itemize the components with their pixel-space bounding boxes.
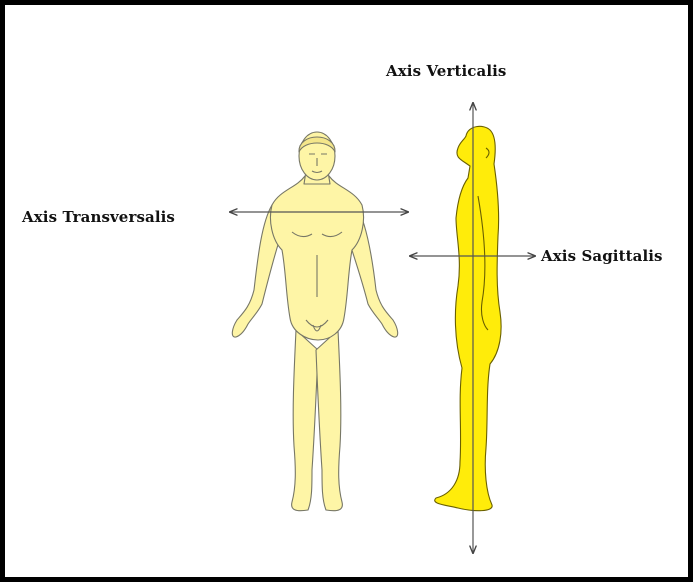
label-axis-verticalis: Axis Verticalis	[386, 62, 506, 80]
front-body-figure	[232, 132, 397, 511]
side-body-figure	[435, 126, 501, 510]
label-axis-transversalis: Axis Transversalis	[22, 208, 175, 226]
label-axis-sagittalis: Axis Sagittalis	[541, 247, 663, 265]
